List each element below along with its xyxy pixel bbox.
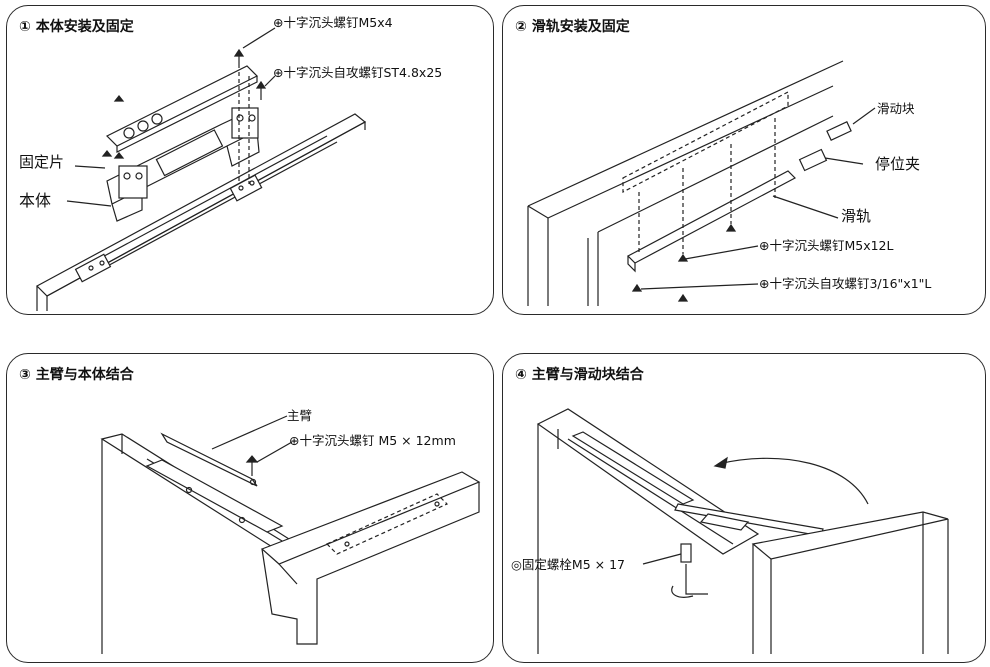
label-screw-m5x4: ⊕十字沉头螺钉M5x4	[273, 15, 393, 30]
label-slider: 滑动块	[877, 101, 915, 116]
label-screw-st48x25: ⊕十字沉头自攻螺钉ST4.8x25	[273, 65, 443, 80]
panel-title: ① 本体安装及固定	[19, 19, 134, 35]
arm-body-joint-illustration	[100, 415, 481, 654]
label-rail: 滑轨	[841, 207, 872, 225]
label-screw-m5x12l: ⊕十字沉头螺钉M5x12L	[759, 238, 894, 253]
label-stop-clip: 停位夹	[875, 155, 921, 173]
label-body: 本体	[19, 191, 52, 210]
label-fixing-piece: 固定片	[19, 153, 65, 171]
panel-title: ② 滑轨安装及固定	[515, 19, 630, 35]
arm-slider-joint-illustration	[536, 408, 949, 654]
label-screw-316: ⊕十字沉头自攻螺钉3/16"x1"L	[759, 276, 932, 291]
rail-installation-illustration	[527, 60, 876, 306]
body-installation-illustration	[36, 27, 367, 311]
panel-title: ④ 主臂与滑动块结合	[515, 367, 644, 383]
panel-rail-installation: ② 滑轨安装及固定 滑动块 停位夹 滑轨 ⊕十字沉头螺钉M5x12L ⊕十字沉	[502, 5, 986, 315]
label-bolt: ◎固定螺栓M5 × 17	[511, 557, 625, 572]
panel-arm-body-joint: ③ 主臂与本体结合 主臂 ⊕十字沉头螺钉 M5 × 12mm	[6, 353, 494, 663]
panel-body-installation: ① 本体安装及固定 ⊕十字沉头螺钉	[6, 5, 494, 315]
label-screw-m5x12mm: ⊕十字沉头螺钉 M5 × 12mm	[289, 433, 456, 448]
panel-title: ③ 主臂与本体结合	[19, 367, 134, 383]
label-main-arm: 主臂	[287, 408, 313, 423]
panel-arm-slider-joint: ④ 主臂与滑动块结合 ◎固定螺栓M5 × 17	[502, 353, 986, 663]
